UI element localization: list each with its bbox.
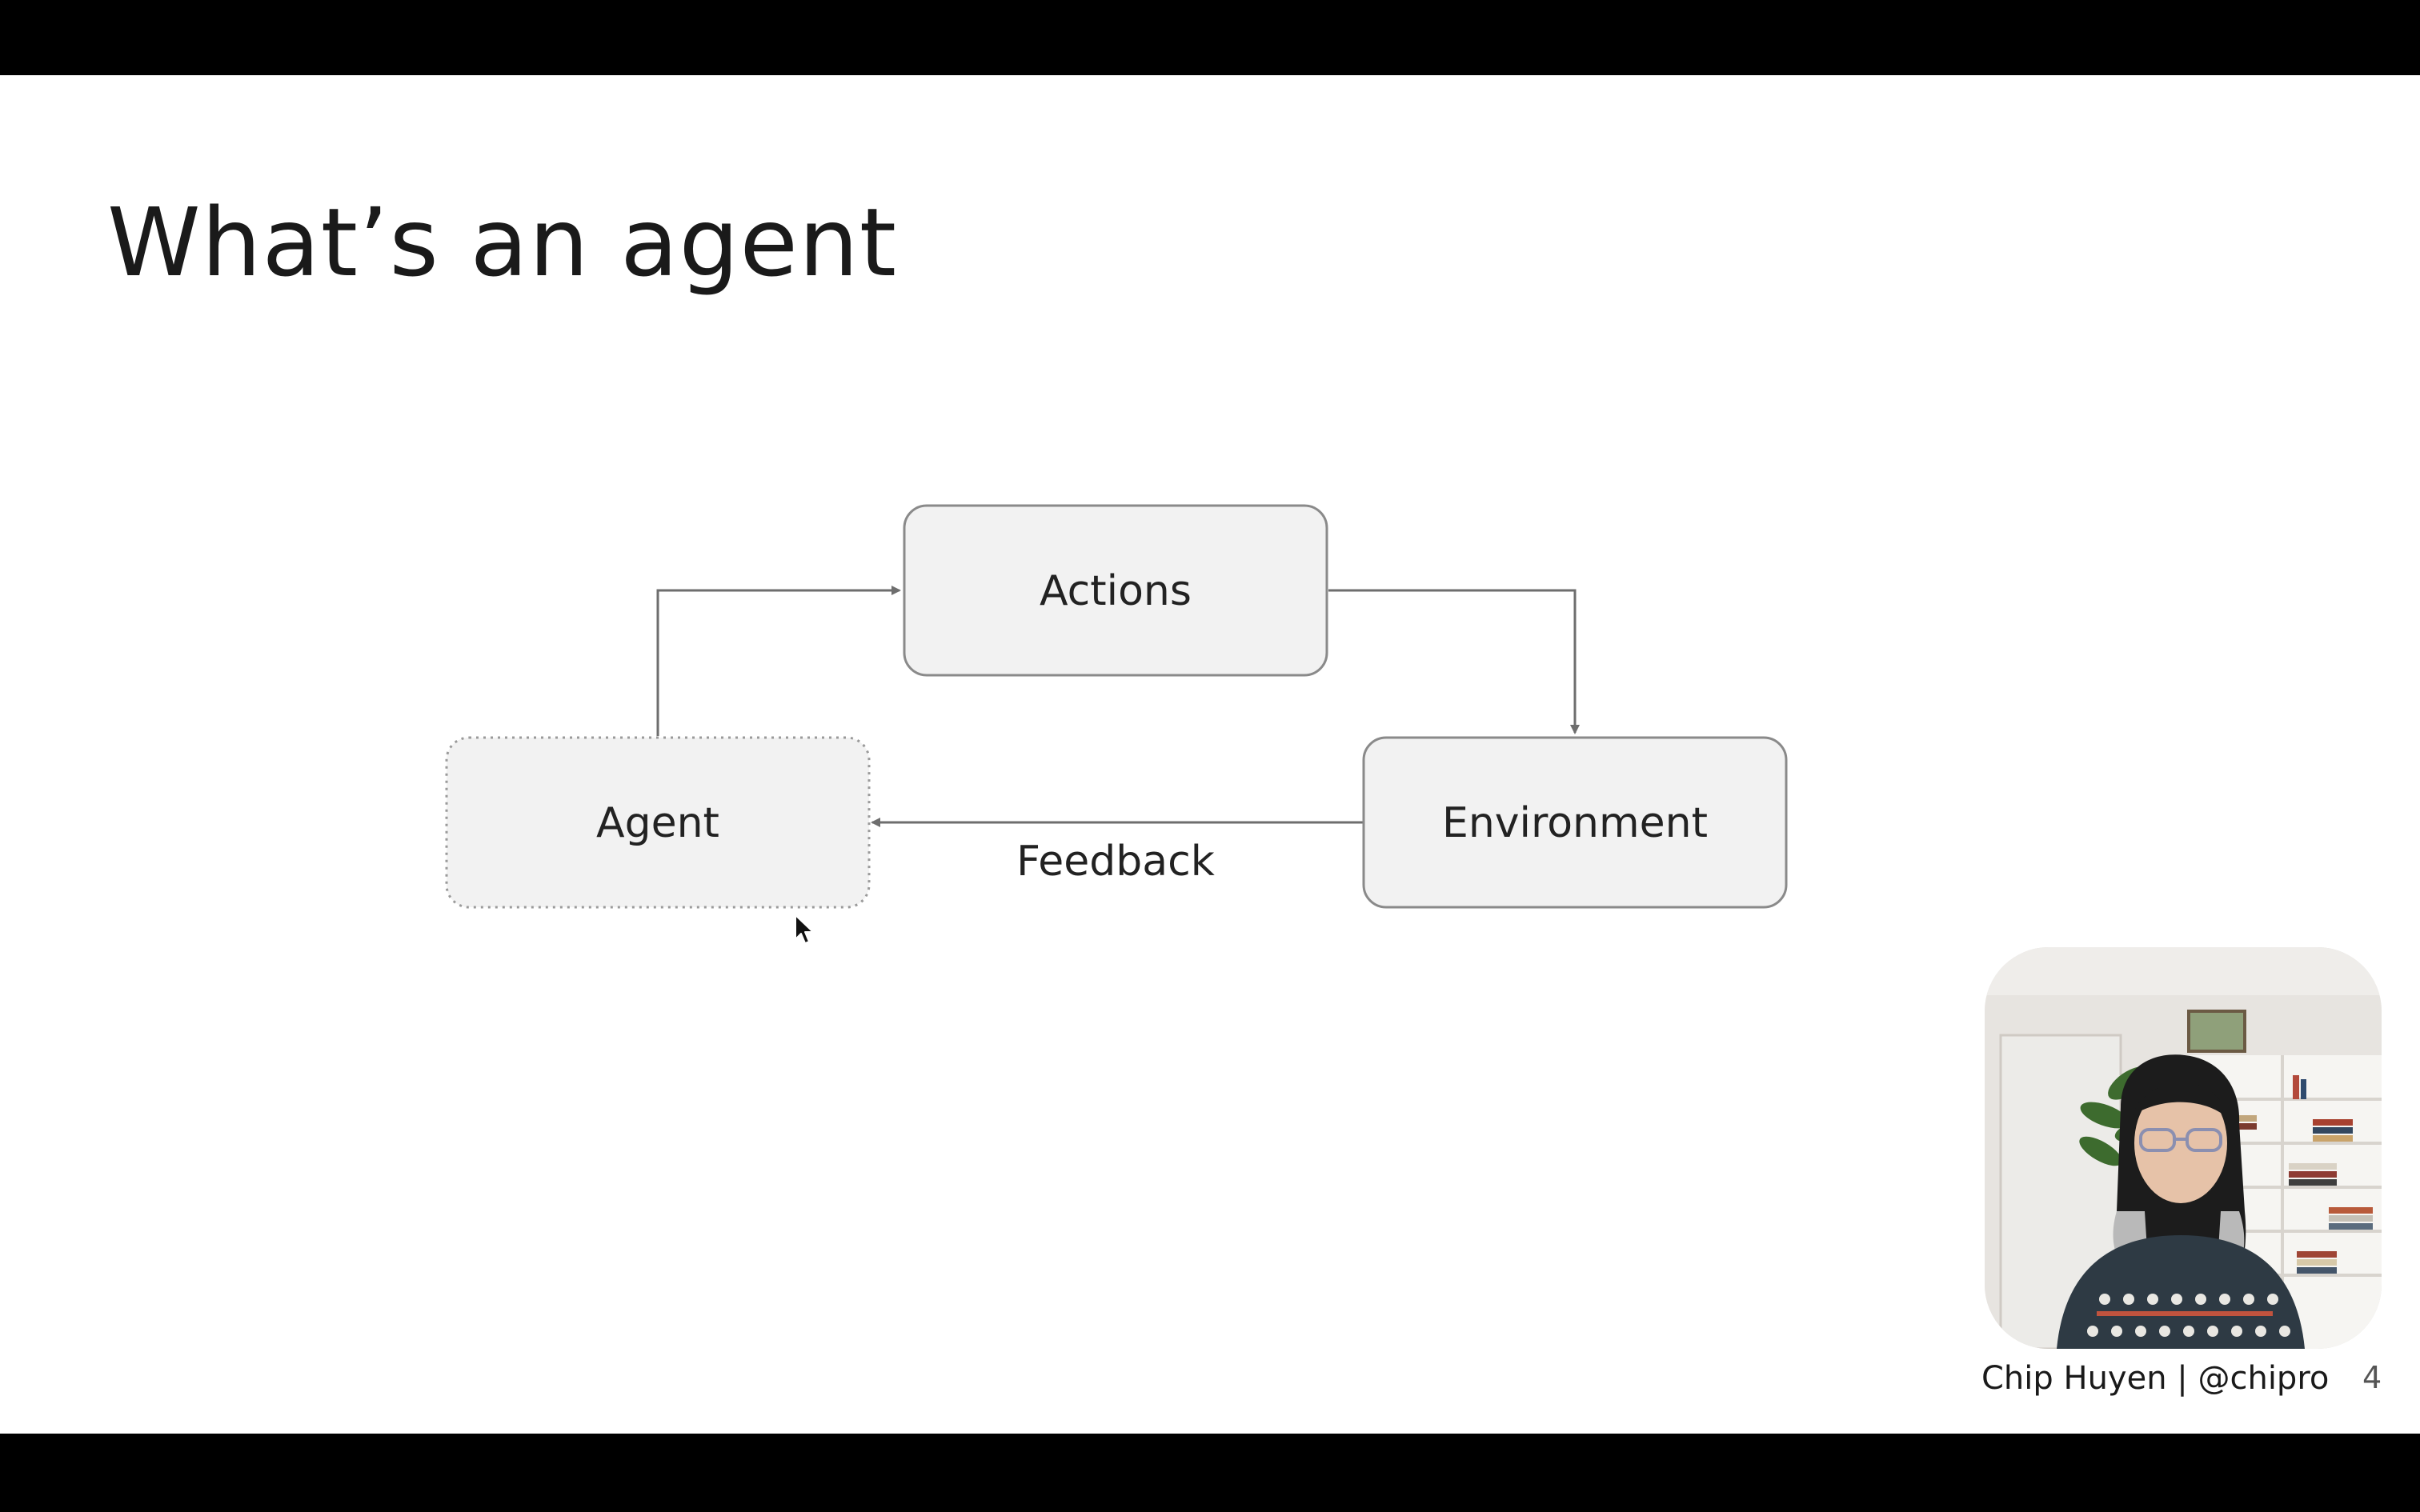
node-actions-label: Actions [1040, 567, 1192, 615]
node-environment: Environment [1362, 736, 1788, 909]
edge-feedback-label: Feedback [1016, 838, 1215, 886]
page-number: 4 [2362, 1360, 2382, 1395]
node-environment-label: Environment [1442, 799, 1708, 847]
presentation-slide: What’s an agent Actions Agent Environmen… [0, 75, 2420, 1434]
node-actions: Actions [903, 504, 1328, 677]
node-agent: Agent [445, 736, 871, 909]
arrow-agent-to-actions [656, 586, 901, 736]
node-agent-label: Agent [596, 799, 719, 847]
mouse-pointer-icon [795, 914, 814, 944]
footer-credit: Chip Huyen | @chipro [1981, 1360, 2330, 1397]
arrow-actions-to-environment [1328, 589, 1580, 734]
slide-title: What’s an agent [107, 187, 898, 298]
presenter-webcam-video [1985, 947, 2382, 1349]
letterbox-bottom [0, 1434, 2420, 1512]
presenter-webcam [1985, 947, 2382, 1349]
letterbox-top [0, 0, 2420, 75]
agent-diagram: Actions Agent Environment Feedback [445, 504, 1788, 909]
